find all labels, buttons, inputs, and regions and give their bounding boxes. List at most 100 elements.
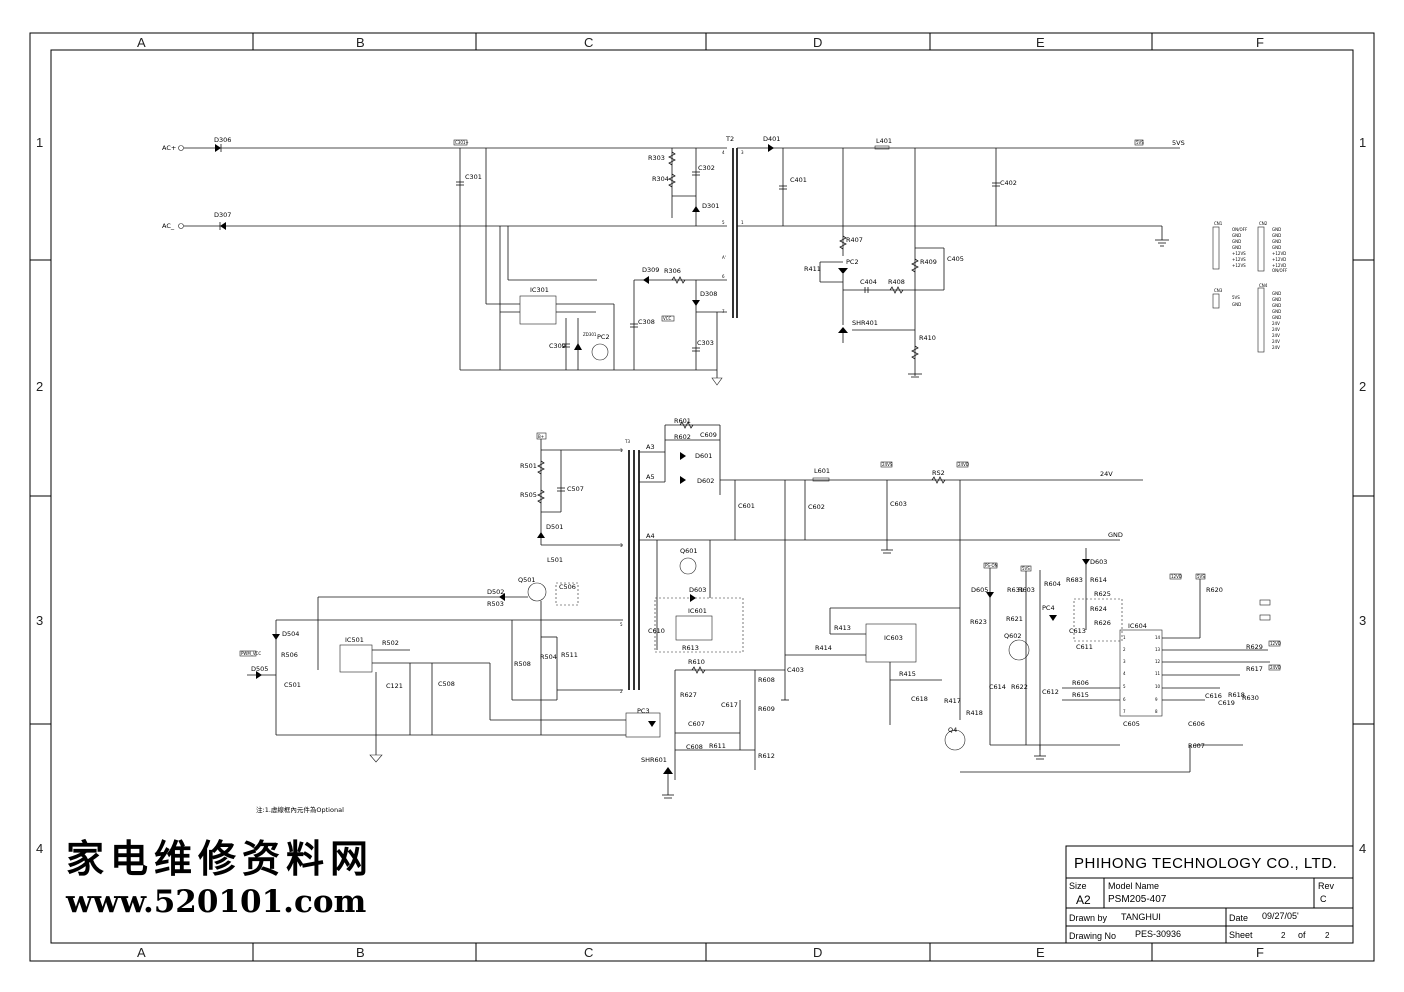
grid-row-2-left: 2 <box>36 379 43 394</box>
r503-label: R503 <box>487 600 504 608</box>
svg-text:7: 7 <box>722 309 725 314</box>
c402-label: C402 <box>1000 179 1017 187</box>
d603b-diode-icon <box>1082 559 1090 565</box>
24vd-tag: 24VD <box>958 462 969 467</box>
grid-row-3-left: 3 <box>36 613 43 628</box>
ic501-label: IC501 <box>345 636 364 644</box>
grid-col-c-bottom: C <box>584 945 593 960</box>
ic603-chip <box>865 623 917 663</box>
primary-ground-icon <box>711 377 723 386</box>
svg-text:A': A' <box>722 255 726 260</box>
c501-label: C501 <box>284 681 301 689</box>
svg-text:10: 10 <box>1155 684 1161 689</box>
cn4-connector <box>1257 287 1265 353</box>
grid-row-3-right: 3 <box>1359 613 1366 628</box>
c508-label: C508 <box>438 680 455 688</box>
c301-plus-tag: C301+ <box>455 140 469 145</box>
cn4-pin-4: GND <box>1272 309 1281 314</box>
d401-diode-icon <box>768 144 774 152</box>
d308-label: D308 <box>700 290 717 298</box>
cn1-pin-4: GND <box>1232 245 1241 250</box>
r613-label: R613 <box>682 644 699 652</box>
r303-label: R303 <box>648 154 665 162</box>
cn4-pin-2: GND <box>1272 297 1281 302</box>
cn2-pin-4: GND <box>1272 245 1281 250</box>
pc2-transistor-icon <box>591 343 609 361</box>
c121-label: C121 <box>386 682 403 690</box>
r504-label: R504 <box>540 653 557 661</box>
svg-text:1: 1 <box>620 448 623 453</box>
c308-label: C308 <box>638 318 655 326</box>
c612-label: C612 <box>1042 688 1059 696</box>
r683-label: R683 <box>1066 576 1083 584</box>
q4-transistor-icon <box>944 729 966 751</box>
c401-label: C401 <box>790 176 807 184</box>
grid-col-a-bottom: A <box>137 945 146 960</box>
r629-label: R629 <box>1246 643 1263 651</box>
c507-label: C507 <box>567 485 584 493</box>
grid-col-a-top: A <box>137 35 146 50</box>
c609-label: C609 <box>700 431 717 439</box>
rs2-label: RS2 <box>932 469 945 477</box>
svg-text:4: 4 <box>722 150 725 155</box>
cn2-pin-1: GND <box>1272 227 1281 232</box>
r609-label: R609 <box>758 705 775 713</box>
cn3-pin-2: GND <box>1232 302 1241 307</box>
d502-label: D502 <box>487 588 504 596</box>
cn1-connector <box>1212 226 1220 270</box>
cn4-pin-10: 24V <box>1272 345 1280 350</box>
svg-text:8: 8 <box>1155 709 1158 714</box>
r612-label: R612 <box>758 752 775 760</box>
a4-pin-label: A4 <box>646 532 655 540</box>
cn2-pin-6: +12VD <box>1272 257 1286 262</box>
svg-text:5: 5 <box>620 622 623 627</box>
d601-label: D601 <box>695 452 712 460</box>
primary-section: AC+ D306 AC_ D307 C301 C301+ R303 R304 C… <box>162 135 1185 386</box>
cn2-label: CN2 <box>1259 221 1268 226</box>
title-block: PHIHONG TECHNOLOGY CO., LTD. Size A2 Mod… <box>1065 845 1354 944</box>
watermark: 家电维修资料网 www.520101.com <box>66 836 374 922</box>
r417-label: R417 <box>944 697 961 705</box>
c303-label: C303 <box>697 339 714 347</box>
c603-label: C603 <box>890 500 907 508</box>
cn4-pin-9: 24V <box>1272 339 1280 344</box>
sheet-total: 2 <box>1325 931 1330 940</box>
r617-label: R617 <box>1246 665 1263 673</box>
r501-label: R501 <box>520 462 537 470</box>
c611-label: C611 <box>1076 643 1093 651</box>
ic604-chip <box>1119 629 1163 717</box>
svg-text:2: 2 <box>1123 647 1126 652</box>
c309-label: C309 <box>549 342 566 350</box>
svg-text:14: 14 <box>1155 635 1161 640</box>
r621-label: R621 <box>1006 615 1023 623</box>
cn3-connector <box>1212 293 1220 309</box>
r304-label: R304 <box>652 175 669 183</box>
q601-mosfet-icon <box>679 557 697 575</box>
secondary-24v-section: T3 A3 A5 A4 R601 R602 C609 D601 D602 L60… <box>624 417 1143 799</box>
c506-label: C506 <box>559 583 576 591</box>
d504-label: D504 <box>282 630 299 638</box>
pc3-optocoupler <box>625 712 661 738</box>
grid-col-f-bottom: F <box>1256 945 1264 960</box>
cn4-pin-1: GND <box>1272 291 1281 296</box>
shr401-label: SHR401 <box>852 319 878 327</box>
pc4-led-icon <box>1049 615 1057 621</box>
cn4-pin-3: GND <box>1272 303 1281 308</box>
24vd-tag-right: 24VD <box>1270 665 1281 670</box>
c404-label: C404 <box>860 278 877 286</box>
svg-text:11: 11 <box>1155 671 1161 676</box>
c405-label: C405 <box>947 255 964 263</box>
grid-column-labels-top: A B C D E F <box>137 35 1264 50</box>
svg-text:9: 9 <box>1155 697 1158 702</box>
ic601-chip <box>675 615 713 641</box>
cn1-label: CN1 <box>1214 221 1223 226</box>
grid-row-4-right: 4 <box>1359 841 1366 856</box>
cn2-pin-7: +12VD <box>1272 263 1286 268</box>
svg-text:7: 7 <box>1123 709 1126 714</box>
r511-label: R511 <box>561 651 578 659</box>
drawing-no-label: Drawing No <box>1069 931 1116 941</box>
r626-label: R626 <box>1094 619 1111 627</box>
24v-net-label: 24V <box>1100 470 1113 478</box>
d401-label: D401 <box>763 135 780 143</box>
gnd-net-label: GND <box>1108 531 1123 539</box>
